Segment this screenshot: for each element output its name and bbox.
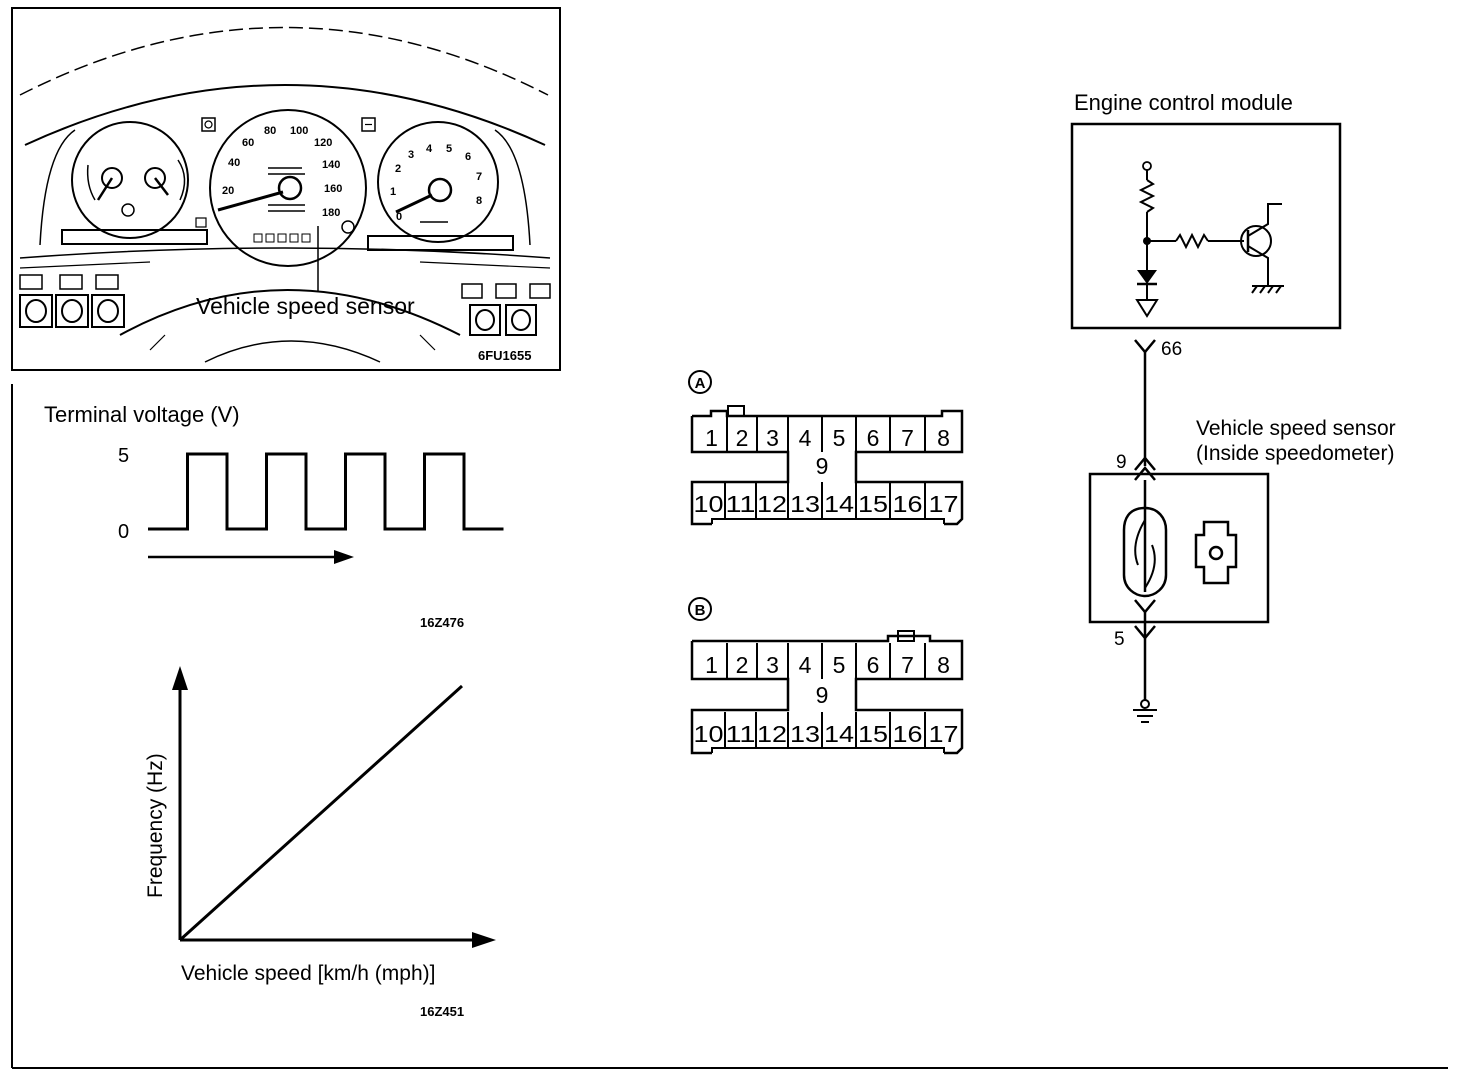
- chassis-ground-symbol: [1251, 285, 1284, 294]
- speedo-tick-160: 160: [324, 183, 342, 195]
- odometer-digits: [253, 233, 311, 243]
- connector-pin-5: 5: [833, 425, 846, 451]
- speedo-tick-120: 120: [314, 137, 332, 149]
- vss-label-line-1: Vehicle speed sensor: [1196, 417, 1396, 440]
- speedo-tick-20: 20: [222, 185, 234, 197]
- connector-pin-9: 9: [816, 682, 829, 708]
- tacho-tick-6: 6: [465, 151, 471, 163]
- connector-pin-17: 17: [929, 491, 959, 517]
- connector-pin-16: 16: [893, 721, 923, 747]
- connector-pin-2: 2: [736, 425, 749, 451]
- connector-pin-4: 4: [799, 425, 812, 451]
- tacho-tick-1: 1: [390, 186, 396, 198]
- connector-b-label: B: [695, 602, 706, 619]
- voltage-waveform-chart: Terminal voltage (V) 5 0 16Z476: [44, 402, 504, 630]
- tacho-tick-3: 3: [408, 149, 414, 161]
- tacho-tick-8: 8: [476, 195, 482, 207]
- connector-pin-3: 3: [766, 425, 779, 451]
- connector-pin-12: 12: [757, 491, 787, 517]
- y-axis-arrowhead: [172, 666, 188, 690]
- ecm-label: Engine control module: [1074, 90, 1293, 115]
- freq-chart-ylabel: Frequency (Hz): [144, 753, 167, 898]
- voltage-pulse-series: [148, 452, 504, 531]
- connector-pin-4: 4: [799, 652, 812, 678]
- speedo-tick-40: 40: [228, 157, 240, 169]
- reed-switch-capsule: [1122, 506, 1168, 598]
- diode-symbol: [1137, 270, 1157, 284]
- connector-pin-9: 9: [816, 453, 829, 479]
- connector-pin-14: 14: [824, 721, 854, 747]
- connector-a-label: A: [695, 375, 706, 392]
- tacho-tick-4: 4: [426, 143, 433, 155]
- voltage-ytick-high: 5: [118, 445, 129, 467]
- speedo-tick-180: 180: [322, 207, 340, 219]
- connector-pin-1: 1: [705, 652, 718, 678]
- magnet-rotor: [1194, 520, 1238, 585]
- cluster-figure-code: 6FU1655: [478, 348, 531, 363]
- pullup-resistor: [1138, 179, 1156, 213]
- speedo-tick-80: 80: [264, 125, 276, 137]
- connector-pin-10: 10: [694, 491, 724, 517]
- connector-pin-11: 11: [726, 491, 756, 517]
- supply-terminal: [1142, 161, 1152, 171]
- speedo-tick-100: 100: [290, 125, 308, 137]
- speedo-tick-60: 60: [242, 137, 254, 149]
- x-axis-arrowhead: [472, 932, 496, 948]
- ground-symbol: [1133, 709, 1157, 723]
- connector-pin-8: 8: [937, 425, 950, 451]
- connector-pin-11: 11: [726, 721, 756, 747]
- transistor: [1240, 225, 1272, 257]
- vss-pin-top-number: 9: [1116, 452, 1127, 473]
- vss-pin-bottom-number: 5: [1114, 629, 1125, 650]
- connector-pin-15: 15: [858, 721, 888, 747]
- cluster-sensor-label: Vehicle speed sensor: [196, 293, 415, 319]
- vss-pin-top-connector: [1134, 456, 1156, 481]
- connector-pin-1: 1: [705, 425, 718, 451]
- voltage-ytick-low: 0: [118, 521, 129, 543]
- signal-ground-symbol: [1135, 299, 1159, 318]
- connector-pin-13: 13: [790, 721, 820, 747]
- connector-pin-15: 15: [858, 491, 888, 517]
- voltage-chart-ylabel: Terminal voltage (V): [44, 402, 240, 427]
- connector-pin-12: 12: [757, 721, 787, 747]
- connector-pin-5: 5: [833, 652, 846, 678]
- freq-chart-xlabel: Vehicle speed [km/h (mph)]: [181, 962, 435, 985]
- freq-chart-code: 16Z451: [420, 1004, 464, 1019]
- ecm-pin-number: 66: [1161, 339, 1182, 360]
- connector-pin-6: 6: [867, 652, 880, 678]
- reed-switch-contacts: [1134, 519, 1156, 589]
- frequency-speed-chart: Frequency (Hz) Vehicle speed [km/h (mph)…: [144, 666, 496, 1019]
- connector-pin-6: 6: [867, 425, 880, 451]
- ecm-pin-connector: [1134, 339, 1156, 354]
- connector-pin-7: 7: [901, 652, 914, 678]
- connector-pin-8: 8: [937, 652, 950, 678]
- connector-pin-16: 16: [893, 491, 923, 517]
- tacho-tick-0: 0: [396, 211, 402, 223]
- voltage-chart-code: 16Z476: [420, 615, 464, 630]
- vss-label-line-2: (Inside speedometer): [1196, 442, 1394, 465]
- tacho-tick-7: 7: [476, 171, 482, 183]
- connector-pin-2: 2: [736, 652, 749, 678]
- frequency-series-line: [178, 684, 464, 942]
- circuit-schematic: Engine control module 66 Vehicle speed s…: [1070, 90, 1396, 723]
- instrument-cluster-illustration: 20 40 60 80 100 120 140 160 180 0 1 2 3 …: [11, 7, 561, 371]
- connector-pin-10: 10: [694, 721, 724, 747]
- connector-pin-14: 14: [824, 491, 854, 517]
- ecm-box: [1070, 122, 1342, 330]
- speedo-tick-140: 140: [322, 159, 340, 171]
- connector-pin-17: 17: [929, 721, 959, 747]
- time-arrow-head: [334, 550, 354, 564]
- series-resistor: [1175, 232, 1209, 250]
- connector-pin-13: 13: [790, 491, 820, 517]
- connector-pin-7: 7: [901, 425, 914, 451]
- vss-box: [1088, 472, 1270, 624]
- tacho-tick-2: 2: [395, 163, 401, 175]
- connector-pin-3: 3: [766, 652, 779, 678]
- tacho-tick-5: 5: [446, 143, 452, 155]
